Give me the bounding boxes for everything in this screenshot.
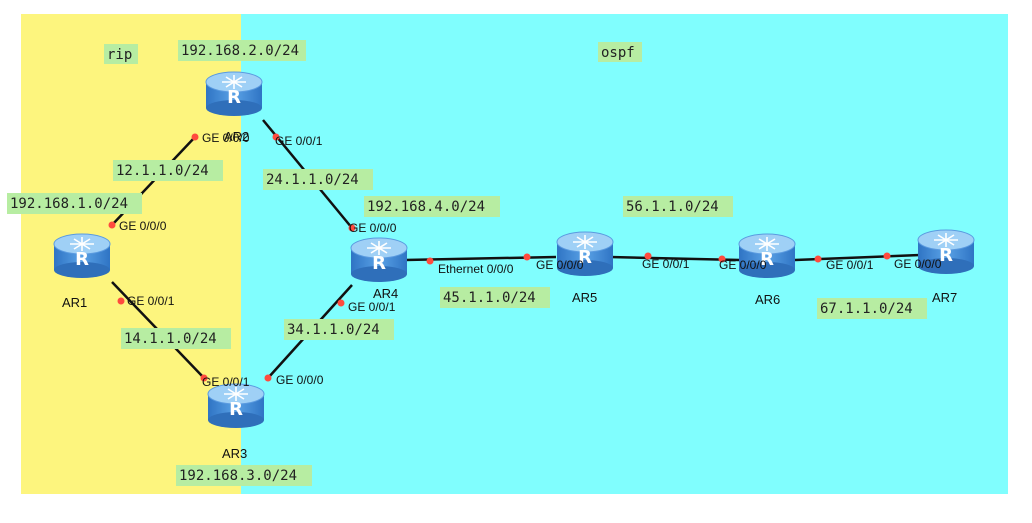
port-label-ar4-eth000: Ethernet 0/0/0: [438, 262, 514, 276]
net-label-192-168-2: 192.168.2.0/24: [181, 43, 299, 59]
port-dot-ar6-ge001: [814, 255, 822, 263]
net-label-bg-9: [284, 319, 394, 340]
net-label-bg-10: [817, 298, 927, 319]
router-ar2-icon[interactable]: [205, 71, 263, 117]
port-label-ar2-ge000: GE 0/0/0: [202, 131, 250, 145]
router-ar1-name: AR1: [62, 295, 87, 310]
ospf-label-bg: [598, 42, 642, 62]
router-ar1-icon[interactable]: [53, 233, 111, 279]
net-label-56-1-1: 56.1.1.0/24: [626, 199, 719, 215]
port-dot-ar2-ge001: [272, 133, 280, 141]
port-dot-ar7-ge000: [883, 252, 891, 260]
port-dot-ar1-ge000: [108, 221, 116, 229]
port-dot-ar5-ge001: [644, 252, 652, 260]
port-dot-ar2-ge000: [191, 133, 199, 141]
port-label-ar7-ge000: GE 0/0/0: [894, 257, 942, 271]
port-dot-ar5-ge000: [523, 253, 531, 261]
net-label-192-168-3: 192.168.3.0/24: [179, 468, 297, 484]
port-label-ar1-ge001: GE 0/0/1: [127, 294, 175, 308]
net-label-12-1-1: 12.1.1.0/24: [116, 163, 209, 179]
router-ar4-name: AR4: [373, 286, 398, 301]
net-label-bg-3: [7, 193, 142, 214]
net-label-192-168-4: 192.168.4.0/24: [367, 199, 485, 215]
net-label-67-1-1: 67.1.1.0/24: [820, 301, 913, 317]
port-label-ar3-ge000: GE 0/0/0: [276, 373, 324, 387]
port-label-ar3-ge001: GE 0/0/1: [202, 375, 250, 389]
port-label-ar4-ge000: GE 0/0/0: [349, 221, 397, 235]
net-label-bg-7: [440, 287, 550, 308]
rip-label-bg: [104, 44, 138, 64]
port-dot-ar4-ge000: [348, 224, 356, 232]
router-ar4-icon[interactable]: [350, 237, 408, 283]
net-label-24-1-1: 24.1.1.0/24: [266, 172, 359, 188]
net-label-bg-1: [178, 40, 306, 61]
net-label-34-1-1: 34.1.1.0/24: [287, 322, 380, 338]
net-label-bg-5: [364, 196, 500, 217]
port-dot-ar3-ge000: [264, 374, 272, 382]
link-ar5-ar6: [609, 255, 741, 262]
port-dot-ar1-ge001: [117, 297, 125, 305]
net-label-45-1-1: 45.1.1.0/24: [443, 290, 536, 306]
port-dot-ar6-ge000: [718, 255, 726, 263]
net-label-bg-8: [121, 328, 231, 349]
ospf-label: ospf: [601, 45, 635, 61]
net-label-bg-6: [623, 196, 733, 217]
port-label-ar5-ge000: GE 0/0/0: [536, 258, 584, 272]
net-label-192-168-1: 192.168.1.0/24: [10, 196, 128, 212]
router-ar7-name: AR7: [932, 290, 957, 305]
port-label-ar2-ge001: GE 0/0/1: [275, 134, 323, 148]
network-labels: 192.168.2.0/24 12.1.1.0/24 192.168.1.0/2…: [7, 40, 927, 486]
port-dot-ar3-ge001: [200, 374, 208, 382]
port-label-ar6-ge001: GE 0/0/1: [826, 258, 874, 272]
net-label-bg-4: [263, 169, 373, 190]
net-label-bg-2: [113, 160, 223, 181]
port-label-ar4-ge001: GE 0/0/1: [348, 300, 396, 314]
rip-label: rip: [107, 47, 132, 63]
router-ar3-name: AR3: [222, 446, 247, 461]
net-label-bg-11: [176, 465, 312, 486]
port-dot-ar4-eth000: [426, 257, 434, 265]
router-ar2-name: AR2: [224, 129, 249, 144]
net-label-14-1-1: 14.1.1.0/24: [124, 331, 217, 347]
port-dot-ar4-ge001: [337, 299, 345, 307]
port-label-ar1-ge000: GE 0/0/0: [119, 219, 167, 233]
port-dots: [108, 133, 891, 382]
router-ar3-icon[interactable]: [207, 383, 265, 429]
router-ar6-name: AR6: [755, 292, 780, 307]
port-label-ar6-ge000: GE 0/0/0: [719, 258, 767, 272]
port-label-ar5-ge001: GE 0/0/1: [642, 257, 690, 271]
router-ar5-name: AR5: [572, 290, 597, 305]
